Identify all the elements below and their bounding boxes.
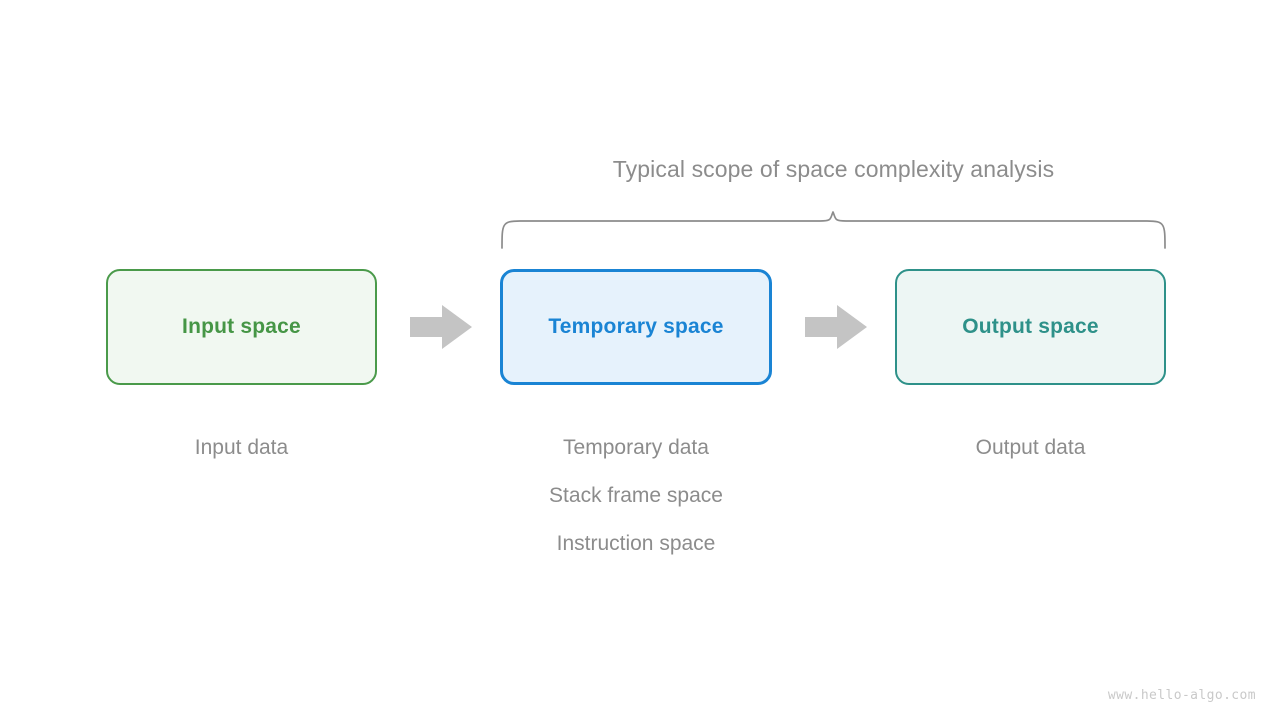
- stage-box-output-space: Output space: [895, 269, 1166, 385]
- caption-column-input: Input data: [106, 424, 377, 472]
- watermark: www.hello-algo.com: [1107, 688, 1256, 703]
- stage-box-label: Temporary space: [548, 315, 724, 338]
- caption-column-output: Output data: [895, 424, 1166, 472]
- caption-line: Input data: [194, 436, 289, 459]
- stage-box-label: Input space: [182, 315, 301, 338]
- caption-column-temporary: Temporary data Stack frame space Instruc…: [500, 424, 772, 568]
- scope-brace-icon: [501, 211, 1166, 249]
- scope-title: Typical scope of space complexity analys…: [612, 156, 1055, 182]
- caption-line: Temporary data: [563, 436, 709, 459]
- arrow-right-icon: [805, 305, 867, 349]
- caption-line: Output data: [975, 436, 1086, 459]
- caption-line: Stack frame space: [549, 484, 723, 507]
- stage-box-label: Output space: [962, 315, 1099, 338]
- arrow-right-icon: [410, 305, 472, 349]
- stage-box-temporary-space: Temporary space: [500, 269, 772, 385]
- stage-box-input-space: Input space: [106, 269, 377, 385]
- caption-line: Instruction space: [556, 532, 716, 555]
